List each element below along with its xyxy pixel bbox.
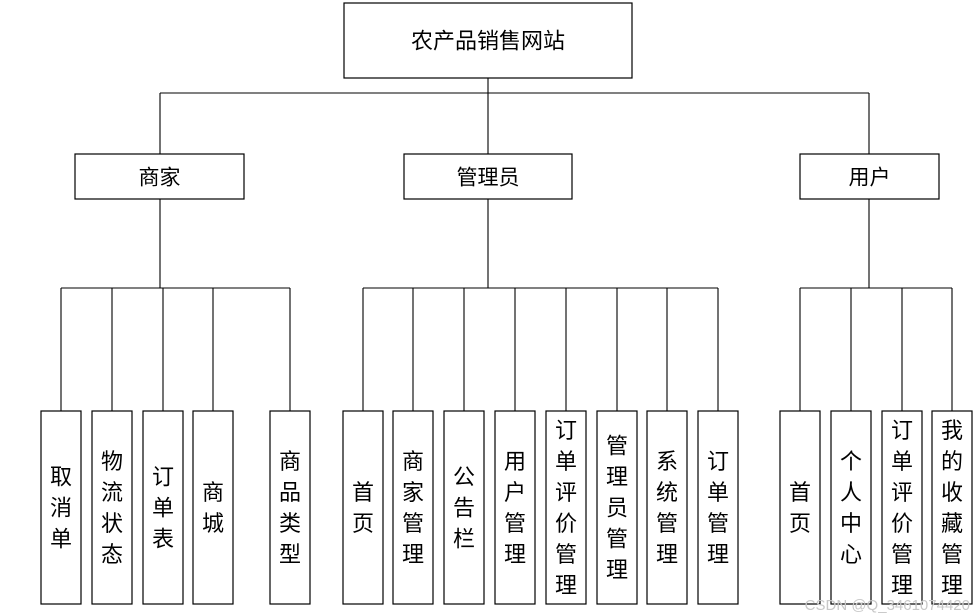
leaf-node-label: 系统管理: [656, 450, 678, 568]
leaf-node-box: [392, 410, 434, 605]
leaf-node-label: 个人中心: [840, 450, 862, 568]
leaf-node-box: [830, 410, 872, 605]
leaf-node-box: [342, 410, 384, 605]
leaf-node-box: [494, 410, 536, 605]
leaf-node-label: 取消单: [50, 466, 72, 553]
branch-node-label: 商家: [139, 166, 181, 190]
leaf-node-label: 订单评价管理: [891, 419, 913, 599]
leaf-node-box: [596, 410, 638, 605]
branch-node-label: 管理员: [457, 166, 520, 190]
branch-node-box: [799, 153, 940, 200]
leaf-node-box: [931, 410, 973, 605]
leaf-node-box: [881, 410, 923, 605]
leaf-node-box: [779, 410, 821, 605]
leaf-node-label: 物流状态: [101, 450, 123, 568]
leaf-node-box: [545, 410, 587, 605]
leaf-node-label: 管理员管理: [606, 435, 628, 584]
leaf-node-box: [142, 410, 184, 605]
leaf-node-label: 商品类型: [279, 450, 301, 568]
leaf-node-label: 商家管理: [402, 450, 424, 568]
leaf-node-label: 我的收藏管理: [941, 419, 963, 599]
leaf-node-box: [269, 410, 311, 605]
root-node-box: [343, 2, 633, 79]
leaf-node-box: [443, 410, 485, 605]
leaf-node-label: 首页: [352, 481, 374, 537]
leaf-node-label: 订单表: [152, 466, 174, 553]
leaf-node-label: 首页: [789, 481, 811, 537]
leaf-node-box: [192, 410, 234, 605]
leaf-node-label: 公告栏: [453, 466, 475, 553]
leaf-node-box: [646, 410, 688, 605]
leaf-node-box: [697, 410, 739, 605]
leaf-node-label: 用户管理: [504, 450, 526, 568]
leaf-node-label: 商城: [202, 481, 224, 537]
leaf-node-label: 订单评价管理: [555, 419, 577, 599]
root-node-label: 农产品销售网站: [411, 30, 565, 55]
watermark: CSDN @Q_3461074420: [804, 597, 970, 614]
leaf-node-box: [91, 410, 133, 605]
branch-node-box: [403, 153, 573, 200]
leaf-node-box: [40, 410, 82, 605]
leaf-node-label: 订单管理: [707, 450, 729, 568]
branch-node-box: [74, 153, 245, 200]
branch-node-label: 用户: [849, 166, 891, 190]
